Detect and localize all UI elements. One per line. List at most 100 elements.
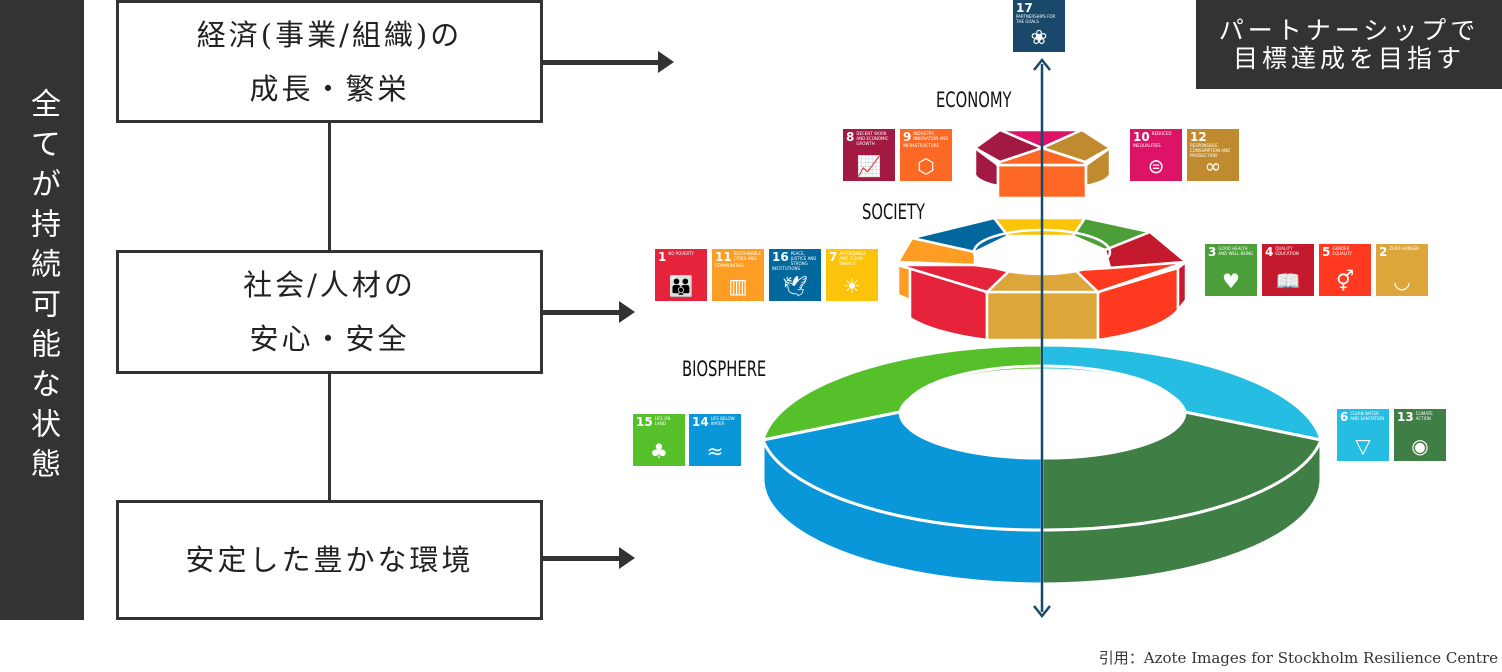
society-box-line2: 安心・安全 <box>249 322 410 356</box>
sdg-tile-7: 7 Affordable and clean energy ☀ <box>826 249 878 301</box>
sdg-11-number: 11 <box>715 250 732 264</box>
economy-side-gold <box>1084 145 1112 188</box>
sdg-4-title: Quality education <box>1275 246 1299 256</box>
infinity-icon: ∞ <box>1204 154 1222 178</box>
sdg-tile-10: 10 Reduced inequalities ⊜ <box>1130 129 1182 181</box>
connector-line-1 <box>328 123 331 250</box>
sdg-17-title: Partnerships for the goals <box>1016 14 1056 24</box>
sdg-3-number: 3 <box>1208 245 1217 259</box>
sdg-tile-3: 3 Good health and well-being ♥ <box>1205 244 1257 296</box>
sdg-tile-2: 2 Zero hunger ◡ <box>1376 244 1428 296</box>
biosphere-top-cyan <box>1040 343 1324 442</box>
sdg-tile-17: 17 Partnerships for the goals ❀ <box>1013 0 1065 52</box>
sdg-7-title: Affordable and clean energy <box>839 251 866 266</box>
tree-icon: ♣ <box>650 439 668 463</box>
biosphere-top-green <box>760 343 1044 442</box>
gender-equality-icon: ⚥ <box>1335 269 1355 293</box>
sdg-9-title: Industry, innovation and infrastructure <box>903 131 949 148</box>
partnership-line1: パートナーシップで <box>1218 15 1480 45</box>
sdg-tile-5: 5 Gender equality ⚥ <box>1319 244 1371 296</box>
society-label: SOCIETY <box>862 200 925 224</box>
sidebar-label: 全てが持続可能な状態 <box>25 88 60 488</box>
sdg-6-title: Clean water and sanitation <box>1350 411 1385 421</box>
sdg-1-title: No poverty <box>668 251 694 256</box>
sdg-tile-8: 8 Decent work and economic growth 📈 <box>843 129 895 181</box>
sdg-10-title: Reduced inequalities <box>1133 131 1172 148</box>
sdg-tile-9: 9 Industry, innovation and infrastructur… <box>900 129 952 181</box>
flower-rings-icon: ❀ <box>1030 25 1048 49</box>
sun-power-icon: ☀ <box>843 274 861 298</box>
sdg-17-number: 17 <box>1016 1 1033 15</box>
sdg-13-number: 13 <box>1397 410 1414 424</box>
axis-arrow-up-icon <box>1033 57 1051 71</box>
economy-label: ECONOMY <box>936 88 1012 112</box>
sdg-16-title: Peace, justice and strong institutions <box>772 251 817 271</box>
eye-globe-icon: ◉ <box>1411 434 1429 458</box>
sdg-tile-4: 4 Quality education 📖 <box>1262 244 1314 296</box>
biosphere-layer <box>760 343 1324 586</box>
sdg-tile-13: 13 Climate action ◉ <box>1394 409 1446 461</box>
cubes-icon: ⬡ <box>917 154 935 178</box>
society-box: 社会/人材の 安心・安全 <box>116 250 543 374</box>
sdg-14-title: Life below water <box>710 416 735 426</box>
economy-box-line1: 経済(事業/組織)の <box>196 17 463 52</box>
sdg-3-title: Good health and well-being <box>1218 246 1254 256</box>
arrow-economy <box>543 51 674 73</box>
buildings-icon: ▥ <box>728 274 748 298</box>
sdg-5-title: Gender equality <box>1332 246 1352 256</box>
partnership-line2: 目標達成を目指す <box>1232 43 1465 73</box>
sdg-15-title: Life on land <box>654 416 671 426</box>
sdg-10-number: 10 <box>1133 130 1150 144</box>
arrow-society <box>543 301 635 323</box>
economy-box-line2: 成長・繁栄 <box>249 71 410 106</box>
sdg-13-title: Climate action <box>1415 411 1433 421</box>
fish-icon: ≈ <box>706 439 724 463</box>
growth-chart-icon: 📈 <box>856 154 882 178</box>
sdg-tile-11: 11 Sustainable cities and communities ▥ <box>712 249 764 301</box>
sdg-8-number: 8 <box>846 130 855 144</box>
sdg-8-title: Decent work and economic growth <box>856 131 889 146</box>
family-icon: 👪 <box>668 274 694 298</box>
sdg-9-number: 9 <box>903 130 912 144</box>
environment-box-line1: 安定した豊かな環境 <box>185 543 474 577</box>
sdg-12-number: 12 <box>1190 130 1207 144</box>
sdg-11-title: Sustainable cities and communities <box>715 251 761 268</box>
sdg-15-number: 15 <box>636 415 653 429</box>
sidebar-panel <box>0 0 84 620</box>
sdg-tile-12: 12 Responsible consumption and productio… <box>1187 129 1239 181</box>
society-side-crimson <box>1176 259 1188 314</box>
sdg-2-title: Zero hunger <box>1389 246 1420 251</box>
sdg-7-number: 7 <box>829 250 838 264</box>
partnership-banner: パートナーシップで 目標達成を目指す <box>1196 0 1502 89</box>
sdg-5-number: 5 <box>1322 245 1331 259</box>
axis-arrow-down-icon <box>1033 605 1051 619</box>
connector-line-2 <box>328 374 331 500</box>
biosphere-top-blue <box>760 410 1044 532</box>
economy-box: 経済(事業/組織)の 成長・繁栄 <box>116 0 543 123</box>
equals-circle-icon: ⊜ <box>1147 154 1165 178</box>
society-layer <box>895 216 1190 342</box>
arrow-environment <box>543 547 635 569</box>
sdg-4-number: 4 <box>1265 245 1274 259</box>
heartbeat-icon: ♥ <box>1222 269 1240 293</box>
bowl-icon: ◡ <box>1393 269 1411 293</box>
biosphere-label: BIOSPHERE <box>682 357 767 381</box>
sdg-tile-6: 6 Clean water and sanitation ▽ <box>1337 409 1389 461</box>
sdg-12-title: Responsible consumption and production <box>1190 143 1231 158</box>
sdg-tile-1: 1 No poverty 👪 <box>655 249 707 301</box>
book-icon: 📖 <box>1275 269 1301 293</box>
sdg-2-number: 2 <box>1379 245 1388 259</box>
sdg-tile-14: 14 Life below water ≈ <box>689 414 741 466</box>
environment-box: 安定した豊かな環境 <box>116 500 543 620</box>
image-credit: 引用：Azote Images for Stockholm Resilience… <box>1098 649 1498 667</box>
society-box-line1: 社会/人材の <box>243 268 416 302</box>
sdg-tile-15: 15 Life on land ♣ <box>633 414 685 466</box>
dove-icon: 🕊 <box>782 274 808 298</box>
sdg-16-number: 16 <box>772 250 789 264</box>
sdg-tile-16: 16 Peace, justice and strong institution… <box>769 249 821 301</box>
sdg-1-number: 1 <box>658 250 667 264</box>
society-top-red <box>897 263 1013 294</box>
society-top-blue <box>911 216 1010 254</box>
sdg-6-number: 6 <box>1340 410 1349 424</box>
